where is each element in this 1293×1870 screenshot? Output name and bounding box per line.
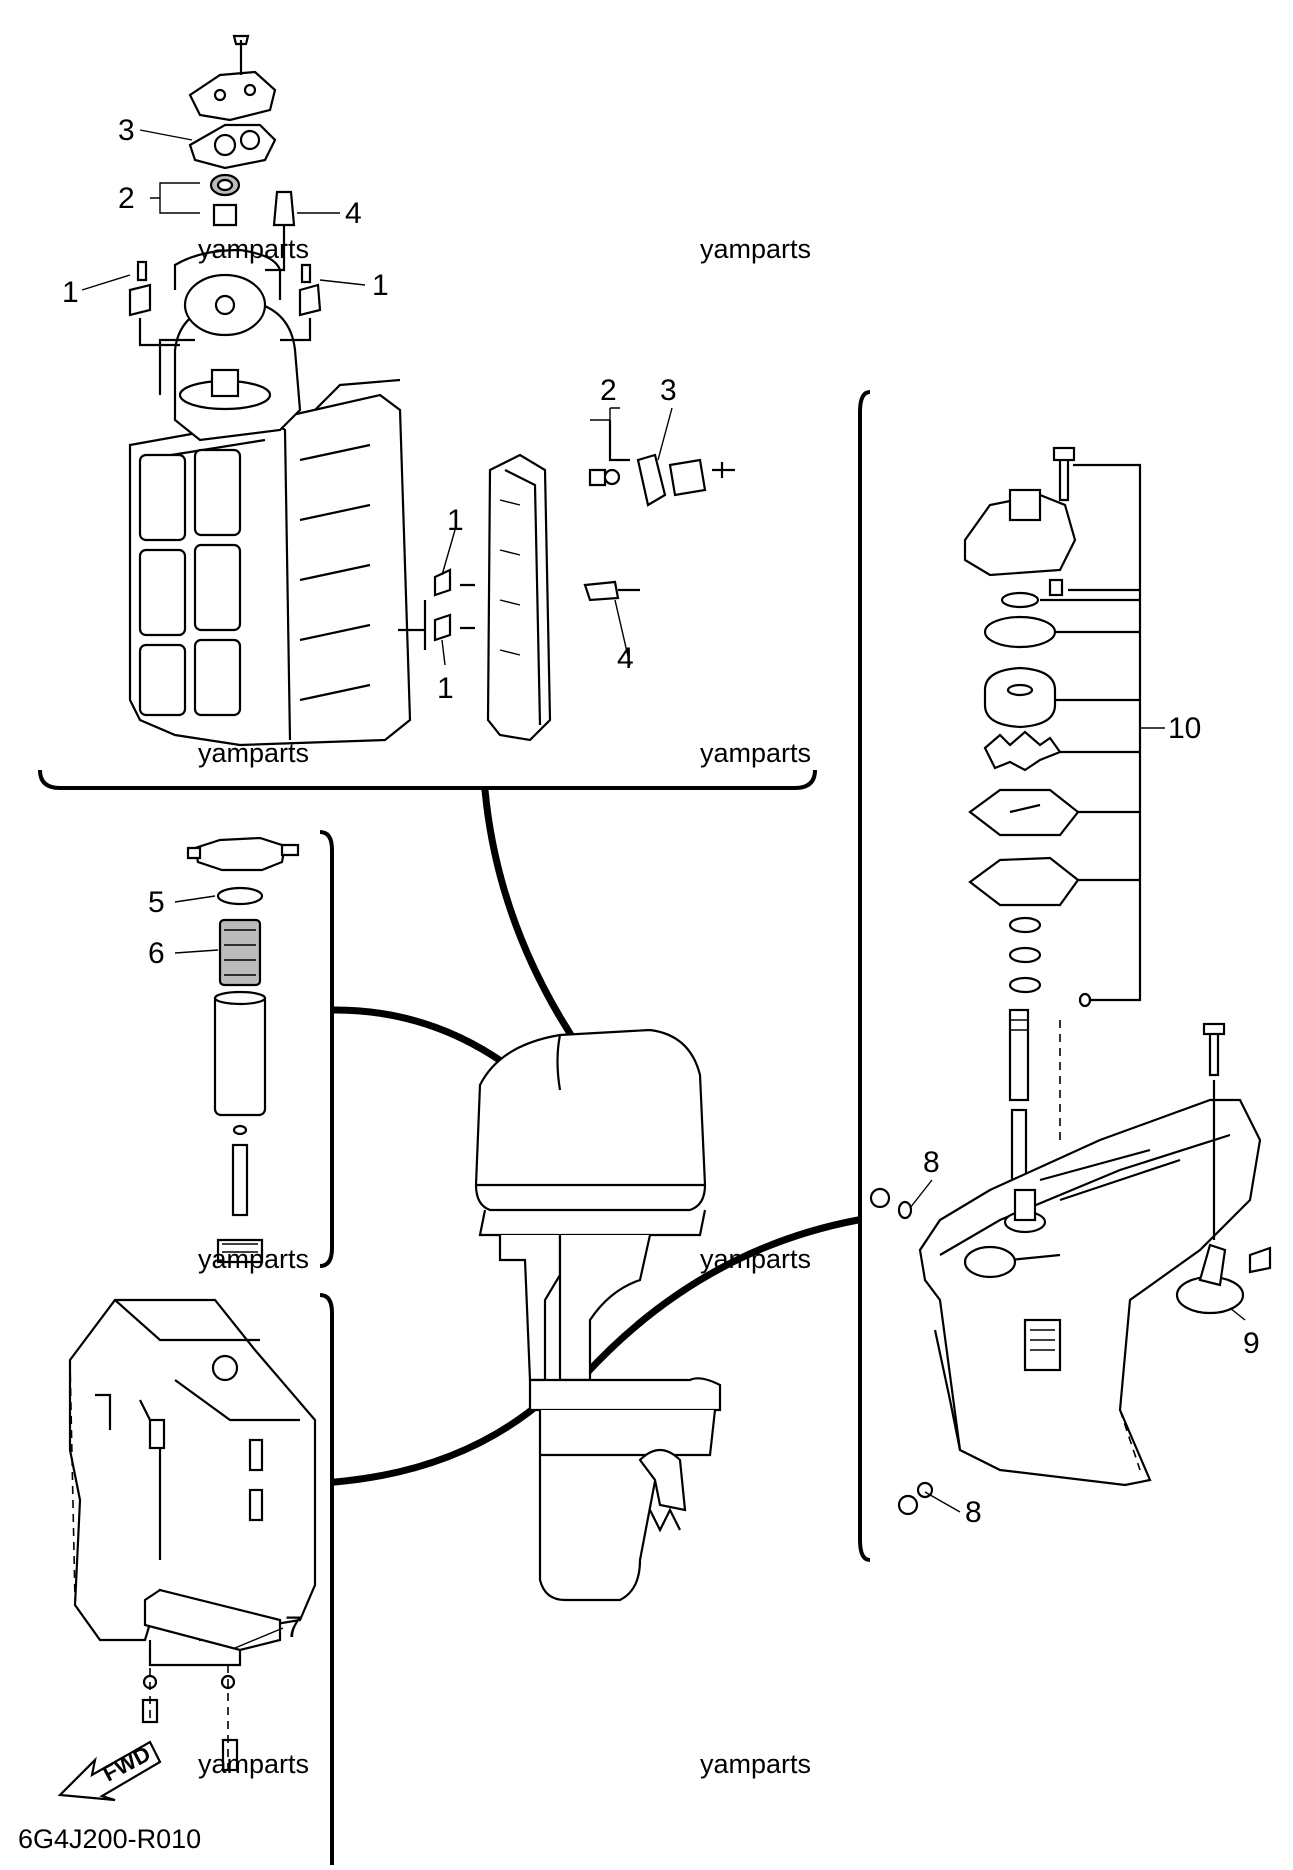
diagram-code: 6G4J200-R010 [18,1824,201,1854]
watermark: yamparts [700,1749,811,1779]
watermark: yamparts [198,234,309,264]
callout-3-side: 3 [660,374,677,407]
callout-4-top: 4 [345,197,362,230]
callout-3-top: 3 [118,114,135,147]
callout-7: 7 [285,1611,302,1644]
callout-2-side: 2 [600,374,617,407]
leader-lower [581,1216,862,1379]
drain-screws [869,1187,934,1516]
callout-5: 5 [148,886,165,919]
callout-2-top: 2 [118,182,135,215]
top-panel-bracket [38,769,817,790]
watermark: yamparts [700,1244,811,1274]
callout-8-upper: 8 [923,1146,940,1179]
watermark: yamparts [700,738,811,768]
callout-leaders [81,129,1246,1649]
thermostat-cover [188,34,296,272]
watermark: yamparts [198,1244,309,1274]
callout-10: 10 [1168,712,1201,745]
watermark: yamparts [198,1749,309,1779]
anode-clips-top [128,260,322,347]
callout-4-side: 4 [617,642,634,675]
callout-1-top-right: 1 [372,269,389,302]
right-panel-bracket [858,390,871,1562]
fuel-filter-assembly [186,836,300,1264]
water-pump-kit [963,446,1142,1008]
callout-6: 6 [148,937,165,970]
watermark: yamparts [700,234,811,264]
filter-panel-bracket [319,830,334,1268]
fwd-arrow: FWD [57,1740,162,1802]
callout-1-side-upper: 1 [447,504,464,537]
outboard-motor-illustration [474,1028,722,1602]
clamp-bracket-assembly [68,1298,317,1772]
bracket-panel-bracket [319,1293,334,1870]
powerhead-block [128,248,412,747]
callout-9: 9 [1243,1327,1260,1360]
lower-case [918,1098,1262,1487]
watermark: yamparts [198,738,309,768]
anode-trim-tab [1175,1022,1272,1315]
callout-1-top-left: 1 [62,276,79,309]
leader-bracket [331,1386,559,1486]
callout-1-side-lower: 1 [437,672,454,705]
callout-8-lower: 8 [965,1496,982,1529]
exhaust-cover [398,420,735,742]
